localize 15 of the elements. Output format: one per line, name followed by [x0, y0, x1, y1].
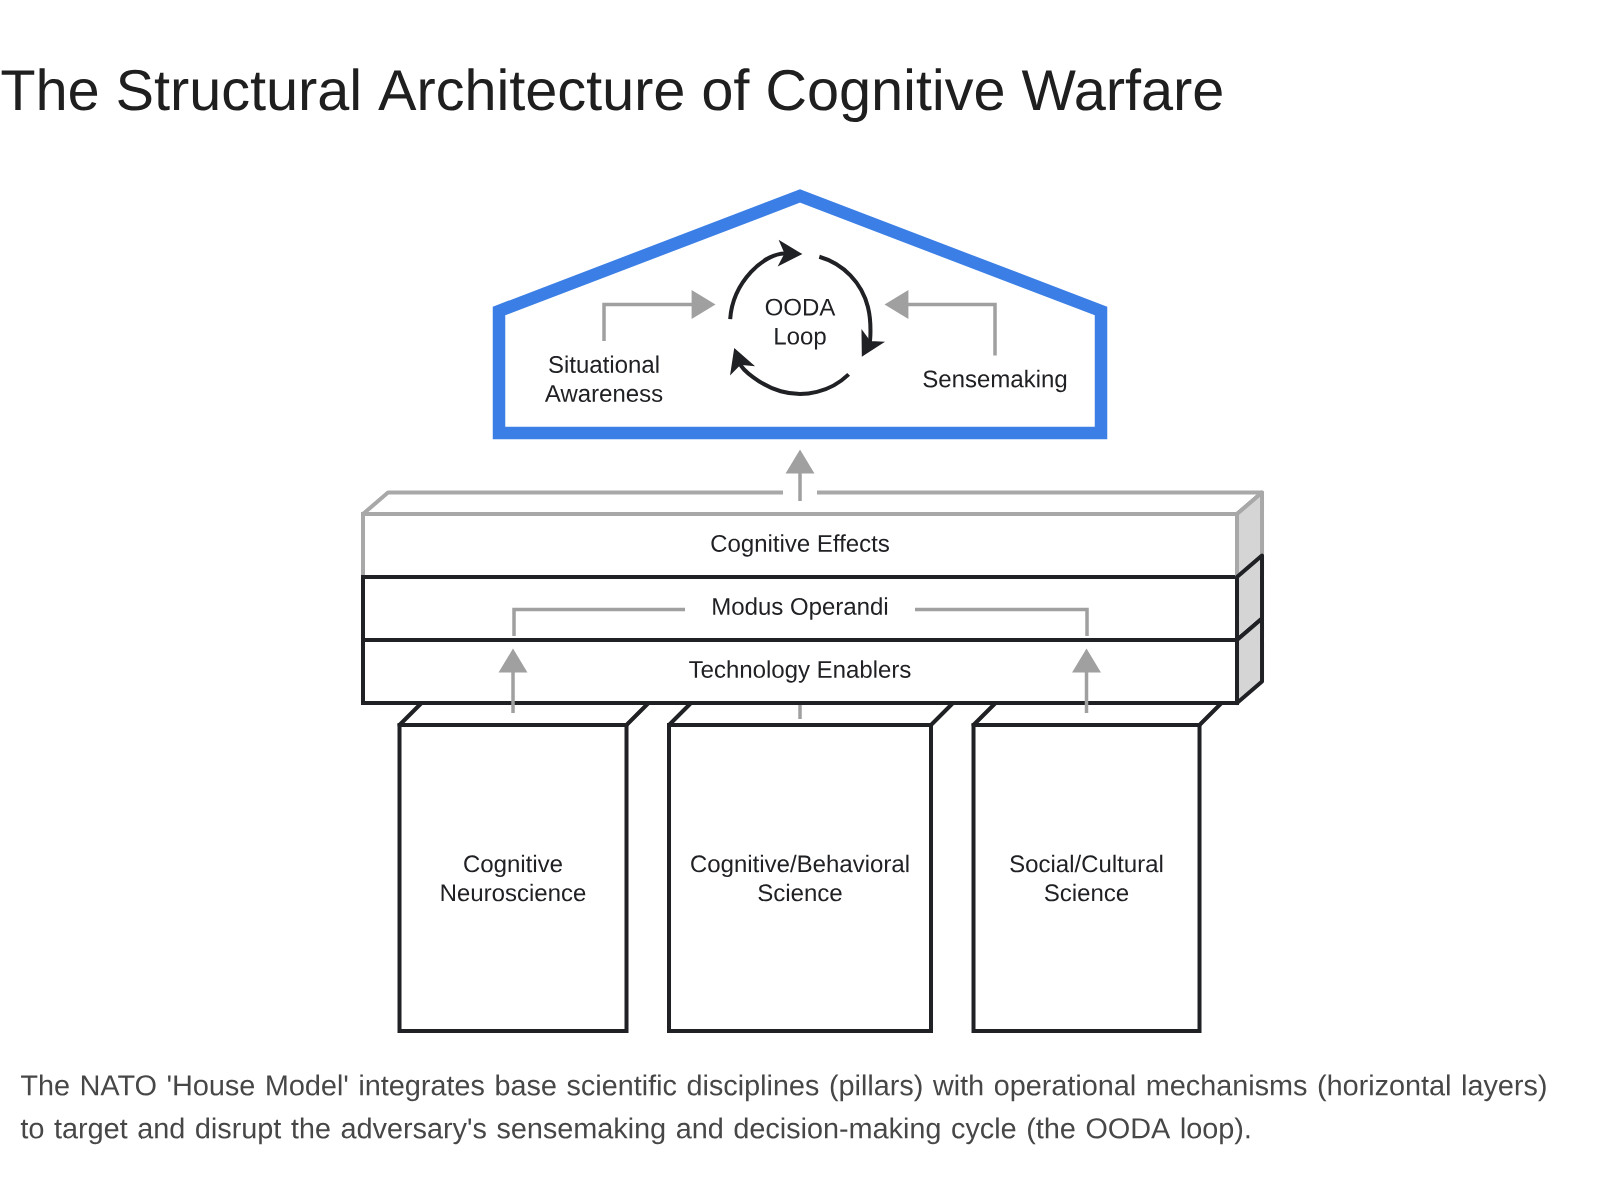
node-label: OODA Loop: [765, 298, 836, 350]
cycle-arrows: OODA Loop: [728, 239, 886, 396]
layer-box: Cognitive Effects: [361, 512, 1239, 579]
pillar-box: Social/Cultural Science: [971, 701, 1224, 1033]
house-outline: [492, 189, 1108, 440]
caption: The NATO 'House Model' integrates base scientific disciplines (pillars) with operational mechanisms (horizontal layers) to target and disrupt the adversary's sensemaking and decision-making cycle (the OODA loop).: [20, 1074, 1546, 1145]
title: The Structural Architecture of Cognitive Warfare: [1, 68, 1222, 122]
concept-label: Situational Awareness: [544, 355, 663, 402]
connector-line: [798, 705, 802, 719]
concept-label: Sensemaking: [923, 369, 1067, 393]
pillar-box: Cognitive Neuroscience: [397, 701, 651, 1033]
connector-line: [915, 607, 1089, 636]
connector-line: [512, 607, 685, 636]
pillar-box: Cognitive/Behavioral Science: [667, 701, 955, 1033]
layer-box: Modus Operandi: [361, 575, 1239, 642]
